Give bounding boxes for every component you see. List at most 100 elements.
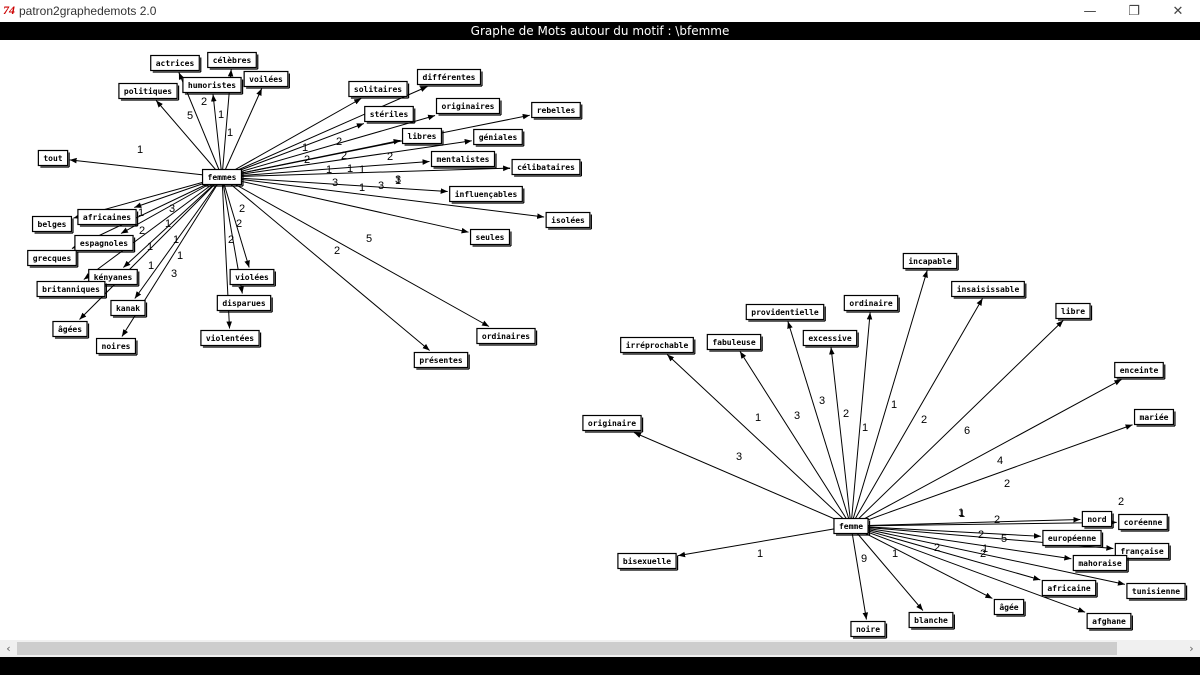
node-box [216, 294, 272, 312]
edge-count: 2 [934, 542, 940, 554]
node-humoristes[interactable]: humoristes [182, 76, 244, 95]
scrollbar-thumb[interactable] [17, 642, 1117, 655]
node-irreprochable[interactable]: irréprochable [620, 336, 696, 355]
node-mentalistes[interactable]: mentalistes [430, 150, 497, 169]
node-label: grecques [33, 254, 72, 263]
node-tunisienne[interactable]: tunisienne [1126, 582, 1188, 601]
node-ordinaires[interactable]: ordinaires [476, 327, 538, 346]
node-agee[interactable]: âgée [993, 598, 1026, 617]
node-noires[interactable]: noires [95, 337, 138, 356]
node-blanche[interactable]: blanche [908, 611, 955, 630]
edge-violees [221, 176, 250, 268]
edge-count: 1 [862, 422, 868, 434]
edge-count: 1 [891, 399, 897, 411]
node-influencables[interactable]: influençables [449, 185, 525, 204]
node-tout[interactable]: tout [37, 149, 70, 168]
restore-icon[interactable]: ❐ [1128, 3, 1140, 19]
node-coreenne[interactable]: coréenne [1118, 513, 1170, 532]
node-fabuleuse[interactable]: fabuleuse [706, 333, 763, 352]
node-mahoraise[interactable]: mahoraise [1072, 554, 1129, 573]
node-originaire[interactable]: originaire [582, 414, 644, 433]
edge-mariee [850, 424, 1133, 527]
edge-kanak [134, 176, 223, 299]
node-label: française [1120, 546, 1164, 556]
node-celibataires[interactable]: célibataires [511, 158, 582, 177]
node-geniales[interactable]: géniales [473, 128, 525, 147]
edge-count: 1 [173, 234, 179, 246]
horizontal-scrollbar[interactable]: ‹ › [0, 640, 1200, 657]
node-violees[interactable]: violées [229, 268, 276, 287]
node-box [1114, 361, 1164, 379]
node-label: seules [476, 233, 505, 242]
node-label: fabuleuse [712, 338, 756, 347]
node-box [1126, 582, 1186, 600]
node-providentielle[interactable]: providentielle [745, 303, 826, 322]
node-disparues[interactable]: disparues [216, 294, 273, 313]
scroll-left-icon[interactable]: ‹ [6, 642, 11, 655]
node-label: bisexuelle [623, 556, 671, 566]
node-insaisissable[interactable]: insaisissable [951, 280, 1027, 299]
node-isolees[interactable]: isolées [545, 211, 592, 230]
node-box [182, 76, 242, 94]
edge-africaine [850, 525, 1041, 581]
node-africaine[interactable]: africaine [1041, 579, 1098, 598]
node-box [77, 208, 137, 226]
node-ordinaire[interactable]: ordinaire [843, 294, 900, 313]
node-belges[interactable]: belges [31, 215, 74, 234]
edge-solitaires [221, 98, 362, 178]
node-solitaires[interactable]: solitaires [348, 80, 410, 99]
node-libre[interactable]: libre [1055, 302, 1093, 321]
center-node-femme[interactable]: femme [833, 517, 871, 536]
minimize-icon[interactable]: — [1083, 3, 1097, 19]
node-originaires[interactable]: originaires [435, 97, 502, 116]
node-celebres[interactable]: célèbres [207, 51, 259, 70]
node-box [843, 294, 899, 312]
close-icon[interactable]: ✕ [1172, 3, 1184, 19]
edge-fabuleuse [739, 351, 852, 527]
node-grecques[interactable]: grecques [27, 249, 79, 268]
node-afghane[interactable]: afghane [1086, 612, 1133, 631]
node-differentes[interactable]: différentes [416, 68, 483, 87]
node-kanak[interactable]: kanak [110, 299, 148, 318]
node-presentes[interactable]: présentes [413, 351, 470, 370]
node-label: libres [408, 131, 437, 141]
node-libres[interactable]: libres [401, 127, 444, 146]
node-excessive[interactable]: excessive [802, 329, 859, 348]
node-seules[interactable]: seules [469, 228, 512, 247]
node-noire[interactable]: noire [850, 620, 888, 639]
node-africaines[interactable]: africaines [77, 208, 139, 227]
node-europeenne[interactable]: européenne [1042, 529, 1104, 548]
node-bisexuelle[interactable]: bisexuelle [617, 552, 679, 571]
node-box [1133, 408, 1175, 426]
node-nord[interactable]: nord [1081, 510, 1114, 529]
node-steriles[interactable]: stériles [364, 105, 416, 124]
edge-count: 1 [359, 164, 365, 176]
scroll-right-icon[interactable]: › [1189, 642, 1194, 655]
center-node-femmes[interactable]: femmes [201, 168, 244, 187]
edge-libre [850, 320, 1064, 527]
edge-incapable [850, 270, 928, 527]
node-enceinte[interactable]: enceinte [1114, 361, 1166, 380]
edge-count: 1 [757, 548, 763, 560]
node-actrices[interactable]: actrices [150, 54, 202, 73]
node-incapable[interactable]: incapable [902, 252, 959, 271]
node-agees[interactable]: âgées [52, 320, 90, 339]
edge-count: 9 [861, 553, 867, 565]
edge-count: 2 [201, 96, 207, 108]
node-britanniques[interactable]: britanniques [36, 280, 107, 299]
node-francaise[interactable]: française [1114, 542, 1171, 561]
node-violentees[interactable]: violentées [200, 329, 262, 348]
node-box [348, 80, 408, 98]
node-label: européenne [1048, 533, 1096, 543]
node-voilees[interactable]: voilées [243, 70, 290, 89]
graph-femme: incapable insaisissable libre enceinte marié… [582, 252, 1188, 639]
node-rebelles[interactable]: rebelles [531, 101, 583, 120]
edge-count: 2 [1004, 478, 1010, 490]
node-espagnoles[interactable]: espagnoles [74, 234, 136, 253]
node-mariee[interactable]: mariée [1133, 408, 1176, 427]
node-politiques[interactable]: politiques [118, 82, 180, 101]
edge-count: 3 [169, 203, 175, 215]
node-box [1055, 302, 1091, 320]
node-box [582, 414, 642, 432]
